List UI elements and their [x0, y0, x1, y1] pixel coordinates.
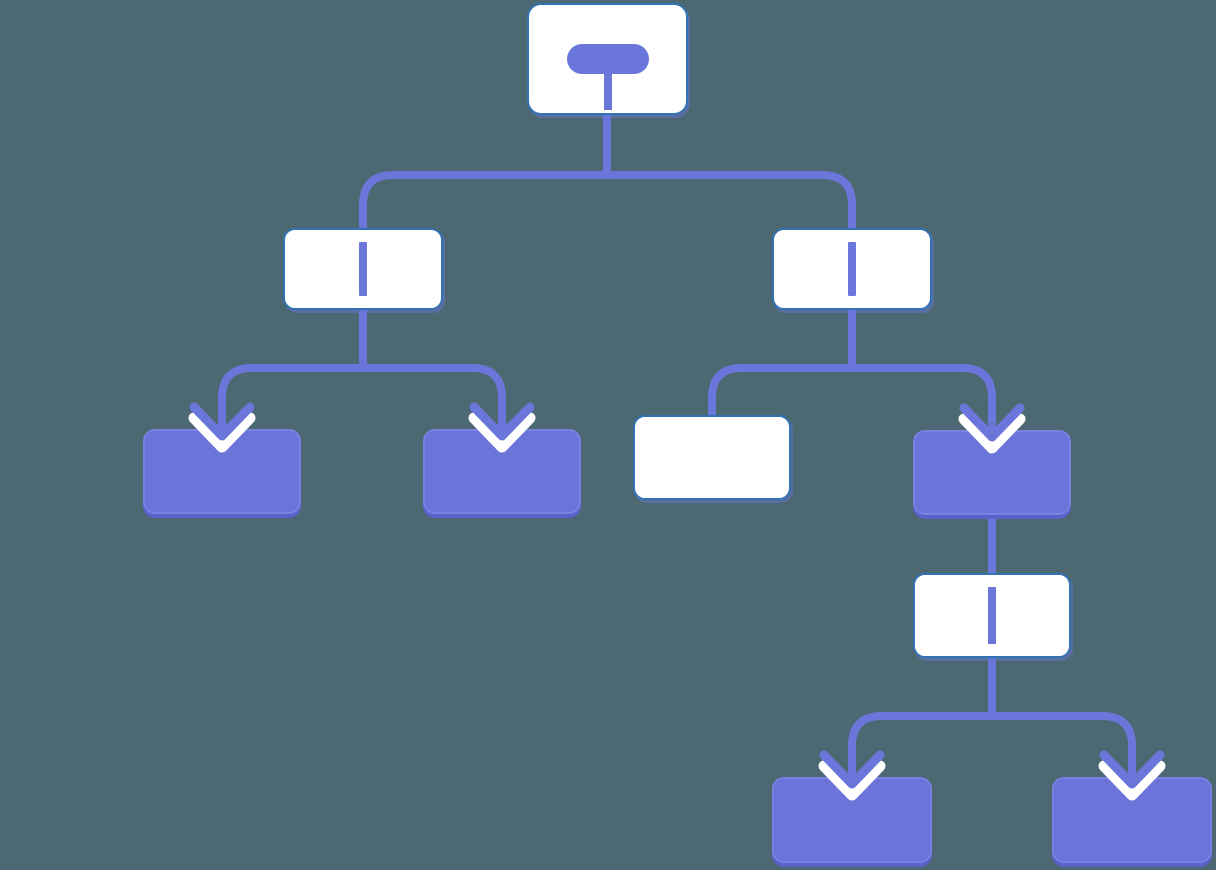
node-target-mid[interactable]	[913, 401, 1071, 515]
node-leaf-2[interactable]	[423, 400, 581, 514]
vertical-line-icon	[988, 587, 996, 644]
vertical-line-icon	[848, 242, 856, 296]
node-step-plain[interactable]	[633, 415, 791, 500]
node-branch-right[interactable]	[772, 228, 932, 310]
chevron-down-icon	[818, 748, 886, 801]
connector-top-rail	[359, 171, 856, 230]
chevron-down-icon	[188, 400, 256, 453]
vertical-line-icon	[359, 242, 367, 296]
node-leaf-4[interactable]	[1052, 748, 1212, 863]
chevron-down-icon	[1098, 748, 1166, 801]
pill-with-stem-icon	[566, 44, 649, 110]
node-branch-bottom[interactable]	[913, 573, 1071, 658]
connector-right-rail	[708, 364, 996, 432]
connector-bottom-rail	[848, 712, 1136, 779]
node-leaf-3[interactable]	[772, 748, 932, 863]
chevron-down-icon	[958, 401, 1026, 454]
node-branch-left[interactable]	[283, 228, 443, 310]
node-leaf-1[interactable]	[143, 400, 301, 514]
chevron-down-icon	[468, 400, 536, 453]
node-start[interactable]	[527, 3, 688, 115]
connector-left-rail	[218, 364, 506, 431]
